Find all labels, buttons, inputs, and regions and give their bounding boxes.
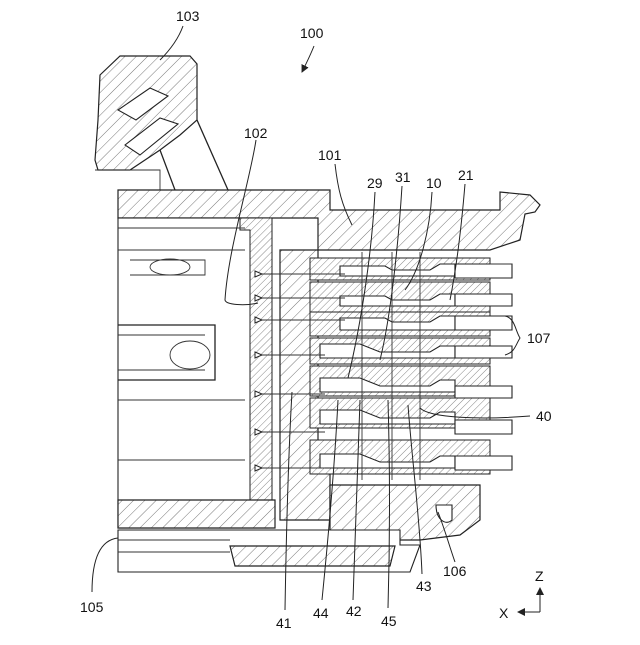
label-43: 43 — [416, 578, 432, 594]
label-106: 106 — [443, 563, 467, 579]
axis-indicator: Z X — [499, 568, 544, 621]
label-45: 45 — [381, 613, 397, 629]
label-44: 44 — [313, 605, 329, 621]
axis-x-label: X — [499, 605, 509, 621]
label-107: 107 — [527, 330, 551, 346]
label-101: 101 — [318, 147, 342, 163]
label-42: 42 — [346, 603, 362, 619]
label-103: 103 — [176, 8, 200, 24]
label-40: 40 — [536, 408, 552, 424]
label-102: 102 — [244, 125, 268, 141]
axis-z-label: Z — [535, 568, 544, 584]
label-105: 105 — [80, 599, 104, 615]
label-100: 100 — [300, 25, 324, 41]
label-10: 10 — [426, 175, 442, 191]
lock-lever — [95, 56, 228, 190]
label-21: 21 — [458, 167, 474, 183]
label-41: 41 — [276, 615, 292, 631]
label-31: 31 — [395, 169, 411, 185]
label-29: 29 — [367, 175, 383, 191]
